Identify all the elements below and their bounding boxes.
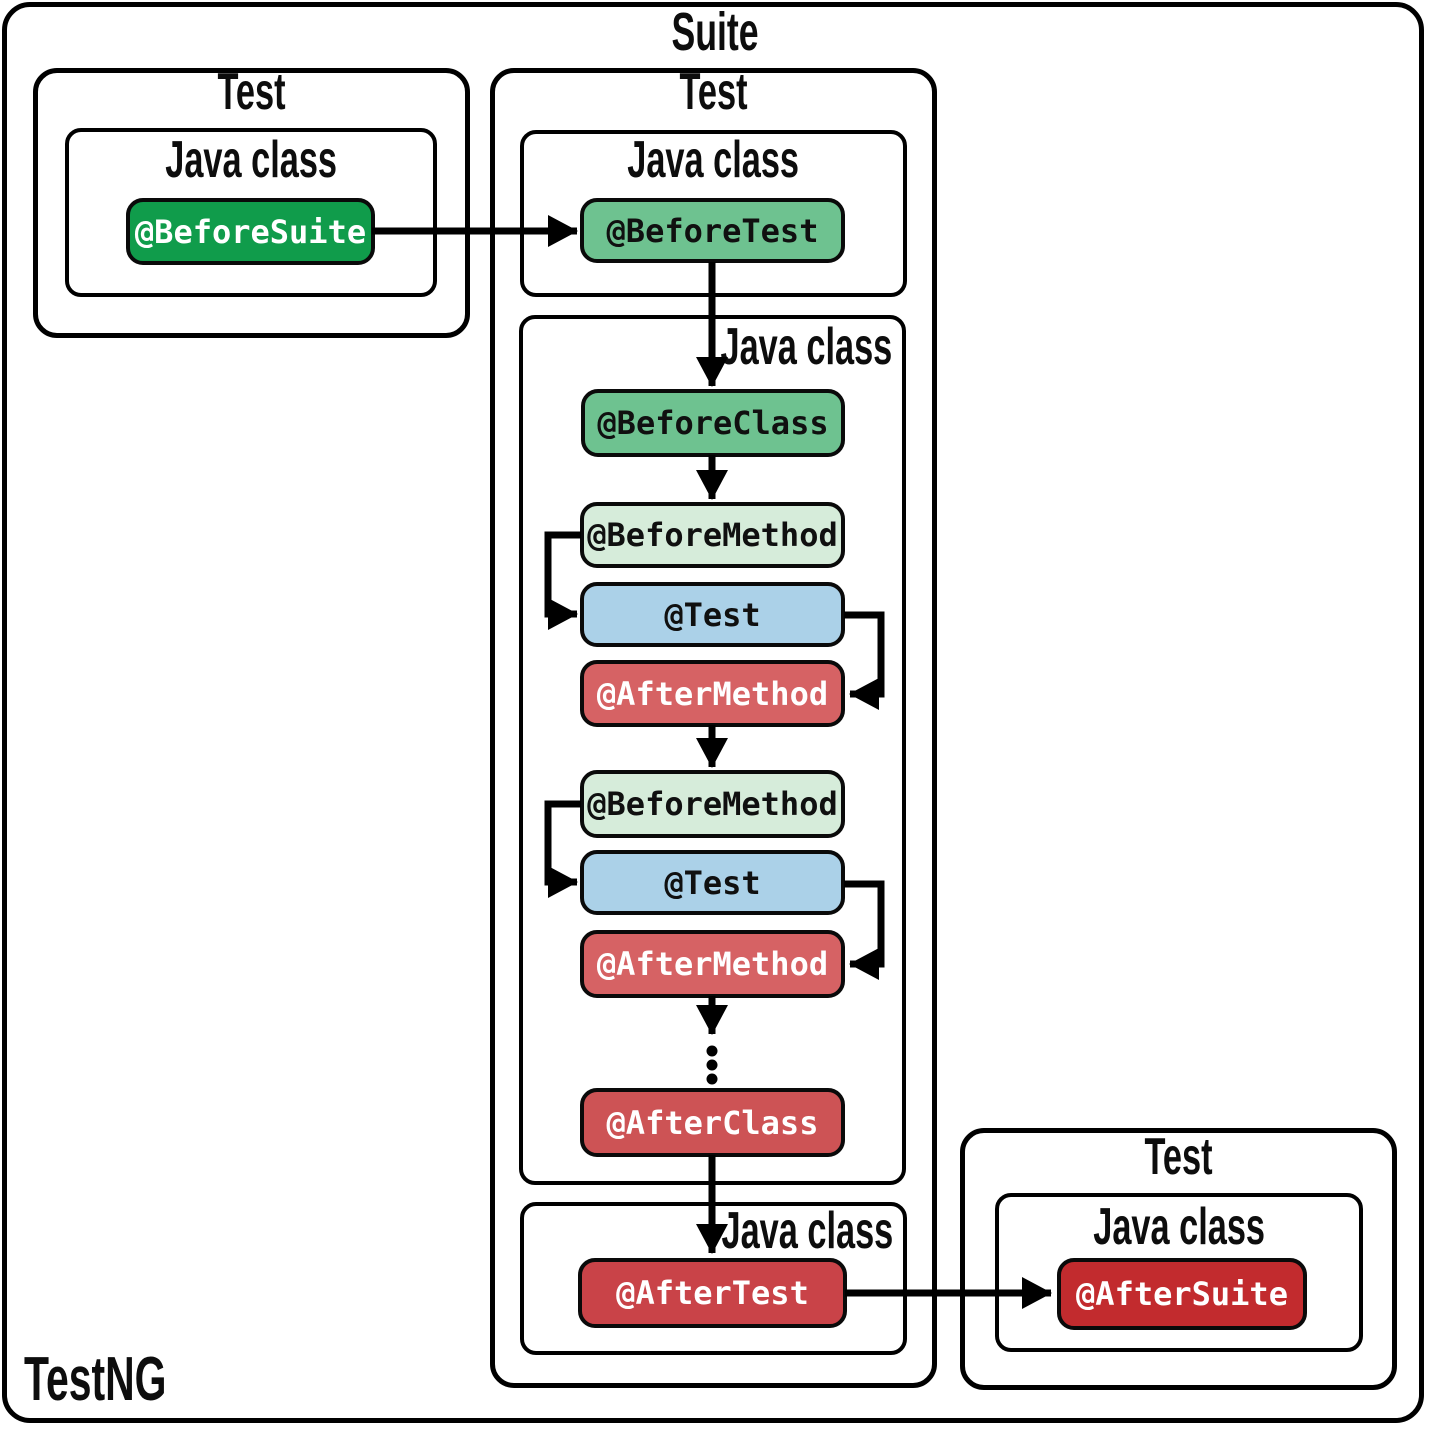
node-before-method-1: @BeforeMethod — [580, 502, 845, 568]
brand-label: TestNG — [24, 1349, 240, 1411]
node-before-class: @BeforeClass — [581, 389, 845, 457]
node-after-test: @AfterTest — [578, 1258, 847, 1328]
right-test-label: Test — [1144, 1128, 1213, 1186]
left-java-class-box — [65, 128, 437, 297]
node-after-class: @AfterClass — [580, 1088, 845, 1157]
left-java-class-label: Java class — [165, 131, 337, 189]
node-test-1: @Test — [580, 582, 845, 647]
node-before-test: @BeforeTest — [580, 198, 845, 263]
suite-title: Suite — [0, 5, 1431, 59]
node-after-suite: @AfterSuite — [1057, 1258, 1307, 1330]
right-java-class-label: Java class — [1093, 1198, 1265, 1256]
node-after-method-1: @AfterMethod — [580, 660, 845, 727]
middle-test-box — [490, 68, 937, 1388]
middle-test-label: Test — [679, 63, 748, 121]
left-test-box — [33, 68, 470, 338]
middle-java-class-bottom-label: Java class — [721, 1202, 893, 1260]
brand-label-text: TestNG — [24, 1345, 167, 1414]
node-test-2: @Test — [580, 850, 845, 915]
node-before-suite: @BeforeSuite — [126, 198, 375, 265]
middle-java-class-main-label: Java class — [720, 318, 892, 376]
middle-java-class-top-label: Java class — [627, 131, 800, 189]
right-java-class-box — [995, 1193, 1363, 1352]
node-after-method-2: @AfterMethod — [580, 930, 845, 998]
left-test-label: Test — [217, 63, 286, 121]
suite-title-text: Suite — [671, 2, 760, 62]
right-test-box — [960, 1128, 1397, 1390]
node-before-method-2: @BeforeMethod — [580, 770, 845, 838]
